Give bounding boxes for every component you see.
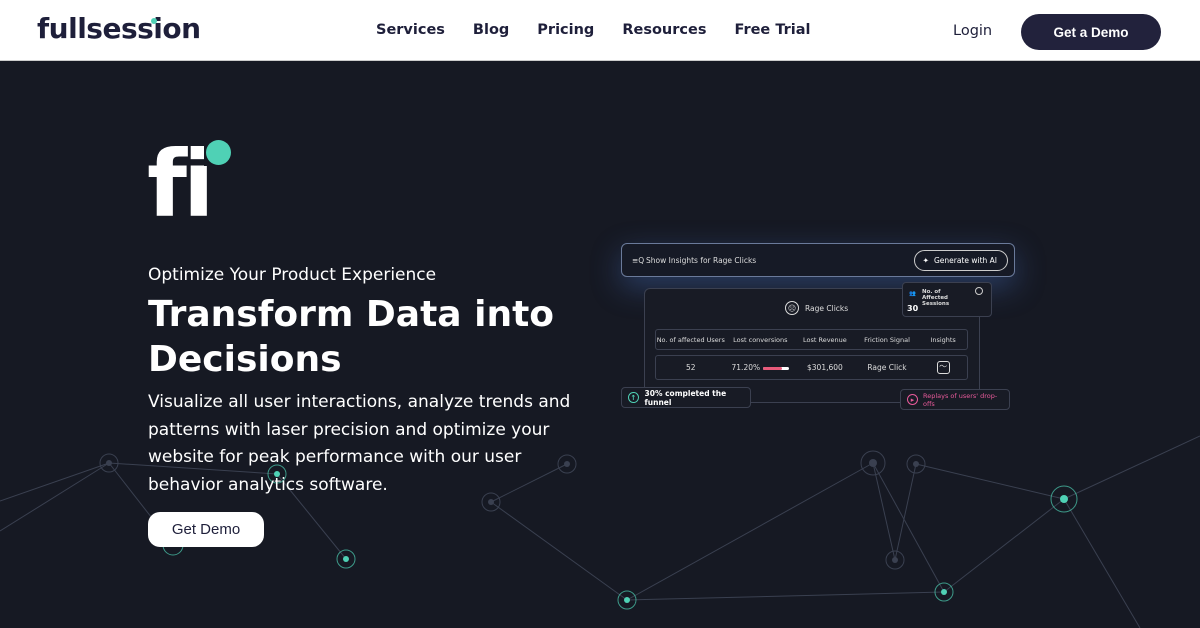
col-friction: Friction Signal <box>864 335 910 344</box>
hero-description: Visualize all user interactions, analyze… <box>148 392 571 495</box>
conversion-progress <box>763 366 790 370</box>
play-icon <box>975 287 983 295</box>
search-icon: ≡Q <box>632 256 645 265</box>
cell-lost-conversions: 71.20% <box>726 363 796 372</box>
sessions-label: No. of Affected Sessions <box>922 289 950 307</box>
nav-resources[interactable]: Resources <box>622 22 707 38</box>
sad-face-icon: ☹ <box>785 301 799 315</box>
sparkle-icon: ✦ <box>922 256 929 265</box>
rage-clicks-card: ☹ Rage Clicks No. of affected Users Lost … <box>644 288 980 403</box>
cell-users: 52 <box>686 363 696 372</box>
hero-title: Transform Data into Decisions <box>148 294 555 380</box>
nav-pricing[interactable]: Pricing <box>537 22 595 38</box>
table-header: No. of affected Users Lost conversions L… <box>655 329 968 350</box>
play-icon: ▸ <box>907 394 918 405</box>
col-insights: Insights <box>930 335 956 344</box>
network-background <box>0 435 1200 628</box>
replays-badge: ▸ Replays of users' drop-offs <box>900 389 1010 410</box>
col-lost-conversions: Lost conversions <box>733 335 788 344</box>
arrow-up-icon: ↑ <box>628 392 639 403</box>
hero-kicker: Optimize Your Product Experience <box>148 265 437 285</box>
insights-search-bar: ≡Q Show Insights for Rage Clicks ✦ Gener… <box>621 243 1015 277</box>
chart-icon: 〜 <box>936 361 950 374</box>
cell-lost-revenue: $301,600 <box>807 363 843 372</box>
card-title: Rage Clicks <box>805 303 849 313</box>
logo-dot <box>151 18 157 24</box>
top-nav: fullsession Services Blog Pricing Resour… <box>0 0 1200 61</box>
col-users: No. of affected Users <box>656 335 725 344</box>
nav-free-trial[interactable]: Free Trial <box>734 22 811 38</box>
affected-sessions-card: 👥 No. of Affected Sessions 30 <box>902 282 992 317</box>
col-lost-revenue: Lost Revenue <box>803 335 847 344</box>
main-menu: Services Blog Pricing Resources Free Tri… <box>376 22 811 38</box>
generate-ai-button: ✦ Generate with AI <box>913 250 1008 271</box>
cell-friction: Rage Click <box>867 363 907 372</box>
sessions-value: 30 <box>907 304 919 313</box>
get-demo-button[interactable]: Get Demo <box>148 512 264 547</box>
get-a-demo-button[interactable]: Get a Demo <box>1021 14 1161 50</box>
nav-blog[interactable]: Blog <box>472 22 510 38</box>
nav-services[interactable]: Services <box>376 22 445 38</box>
brand-mark: fi <box>147 131 215 238</box>
login-link[interactable]: Login <box>953 23 993 39</box>
funnel-badge: ↑ 30% completed the funnel <box>621 387 751 408</box>
users-icon: 👥 <box>909 291 916 297</box>
table-row: 52 71.20% $301,600 Rage Click 〜 <box>655 355 968 380</box>
search-text: Show Insights for Rage Clicks <box>646 256 757 265</box>
brand-mark-dot <box>206 140 231 165</box>
logo[interactable]: fullsession <box>37 12 201 45</box>
generate-label: Generate with AI <box>933 256 997 265</box>
